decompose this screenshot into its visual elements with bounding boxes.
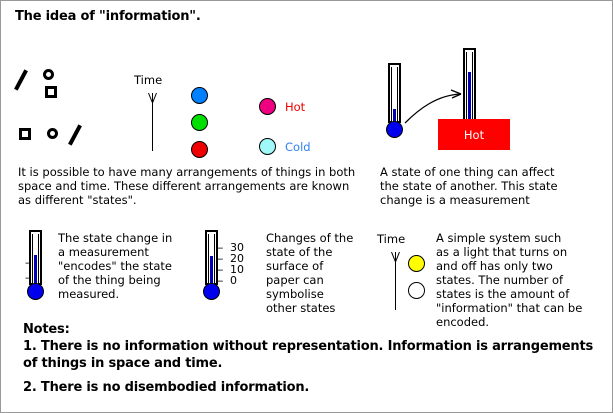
caption-light: A simple system such as a light that tur…: [436, 231, 583, 329]
notes-item-1: 1. There is no information without repre…: [23, 339, 594, 371]
notes-heading: Notes:: [23, 322, 70, 337]
slash-glyph: [68, 124, 82, 146]
thermometer-encodes: [23, 230, 55, 302]
glyph-group-bottom: [17, 123, 97, 155]
scale-tick-mark: --: [217, 276, 223, 287]
time-axis-label-2: Time: [377, 232, 406, 246]
circle-glyph: [47, 128, 58, 139]
scale-tick-value: 10: [230, 263, 244, 276]
legend-label-cold: Cold: [285, 140, 311, 154]
scale-tick-mark: --: [217, 254, 223, 265]
thermometer-tick: --: [25, 258, 31, 269]
light-off-dot: [408, 282, 425, 299]
scale-tick-value: 30: [230, 241, 244, 254]
slash-glyph: [14, 69, 28, 91]
legend-label-hot: Hot: [285, 100, 306, 114]
light-on-dot: [408, 255, 425, 272]
legend-dot-cold: [259, 138, 276, 155]
square-glyph: [45, 86, 57, 98]
page-title: The idea of "information".: [15, 9, 201, 24]
thermometer-tick: --: [25, 273, 31, 284]
caption-measurement: A state of one thing can affect the stat…: [380, 165, 558, 207]
glyph-group-top: [14, 67, 87, 103]
square-glyph: [19, 128, 31, 140]
state-dot-red: [191, 141, 208, 158]
caption-arrangements: It is possible to have many arrangements…: [18, 165, 356, 207]
legend-dot-hot: [259, 98, 276, 115]
scale-tick-mark: --: [217, 243, 223, 254]
caption-scale: Changes of the state of the surface of p…: [266, 231, 354, 315]
thermometer-scale: [199, 230, 231, 302]
hot-box-label: Hot: [463, 127, 485, 142]
thermometer-cool: [382, 63, 412, 145]
hot-box: Hot: [438, 119, 510, 150]
time-arrow-icon: [143, 85, 163, 151]
time-arrow-icon-2: [386, 244, 406, 310]
time-axis-label: Time: [134, 73, 163, 87]
state-dot-blue: [191, 87, 208, 104]
state-dot-green: [191, 114, 208, 131]
scale-tick-value: 0: [230, 274, 237, 287]
scale-tick-value: 20: [230, 252, 244, 265]
circle-glyph: [43, 69, 54, 80]
caption-encodes: The state change in a measurement "encod…: [58, 231, 173, 301]
notes-item-2: 2. There is no disembodied information.: [23, 380, 310, 395]
scale-tick-mark: --: [217, 265, 223, 276]
